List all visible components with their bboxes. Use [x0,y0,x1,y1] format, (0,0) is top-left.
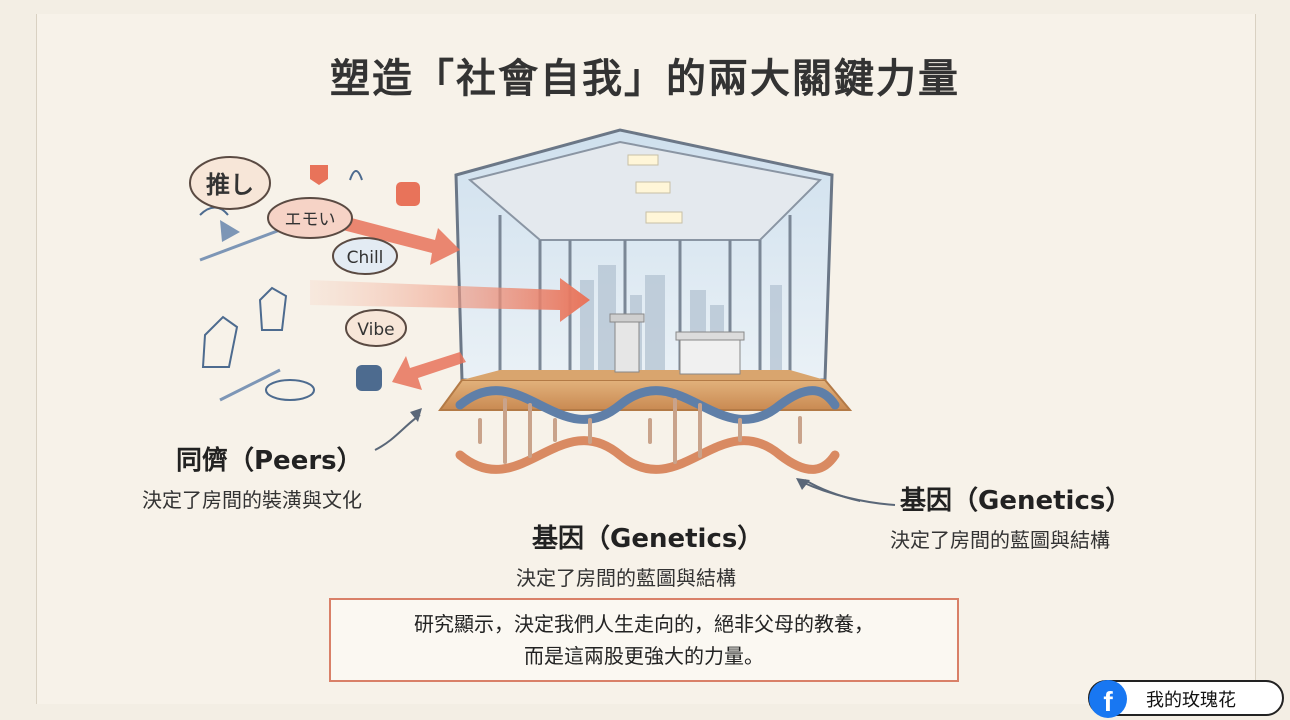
bubble-vibe: Vibe [345,309,407,347]
room-illustration: 推し エモい Chill Vibe [189,128,860,503]
peer-arrows [199,215,590,451]
genetics-center-desc: 決定了房間的藍圖與結構 [516,566,736,590]
room [438,128,853,411]
bubble-chill: Chill [332,237,398,275]
quote-line-2: 而是這兩股更強大的力量。 [524,644,764,668]
peers-title: 同儕（Peers） [176,446,363,476]
quote-line-1: 研究顯示，決定我們人生走向的，絕非父母的教養， [414,612,874,636]
svg-text:エモい: エモい [285,210,336,230]
quote-box: 研究顯示，決定我們人生走向的，絕非父母的教養， 而是這兩股更強大的力量。 [329,598,959,682]
genetics-center-title: 基因（Genetics） [532,524,764,554]
bubble-oshi: 推し [189,156,271,210]
dna-helix [455,386,840,474]
svg-text:推し: 推し [206,171,254,199]
genetics-right-desc: 決定了房間的藍圖與結構 [890,528,1110,552]
svg-text:Vibe: Vibe [357,320,394,340]
slide-title: 塑造「社會自我」的兩大關鍵力量 [330,56,960,102]
speech-bubbles: 推し エモい Chill Vibe [189,156,407,347]
facebook-page-name[interactable]: 我的玫瑰花 [1146,690,1236,711]
bubble-emoi: エモい [267,197,353,239]
peers-desc: 決定了房間的裝潢與文化 [142,488,362,512]
genetics-right-title: 基因（Genetics） [900,486,1132,516]
facebook-icon[interactable]: f [1089,680,1127,718]
svg-text:Chill: Chill [347,248,384,268]
right-pointer-arrow [796,478,896,506]
culture-icons [199,165,420,401]
